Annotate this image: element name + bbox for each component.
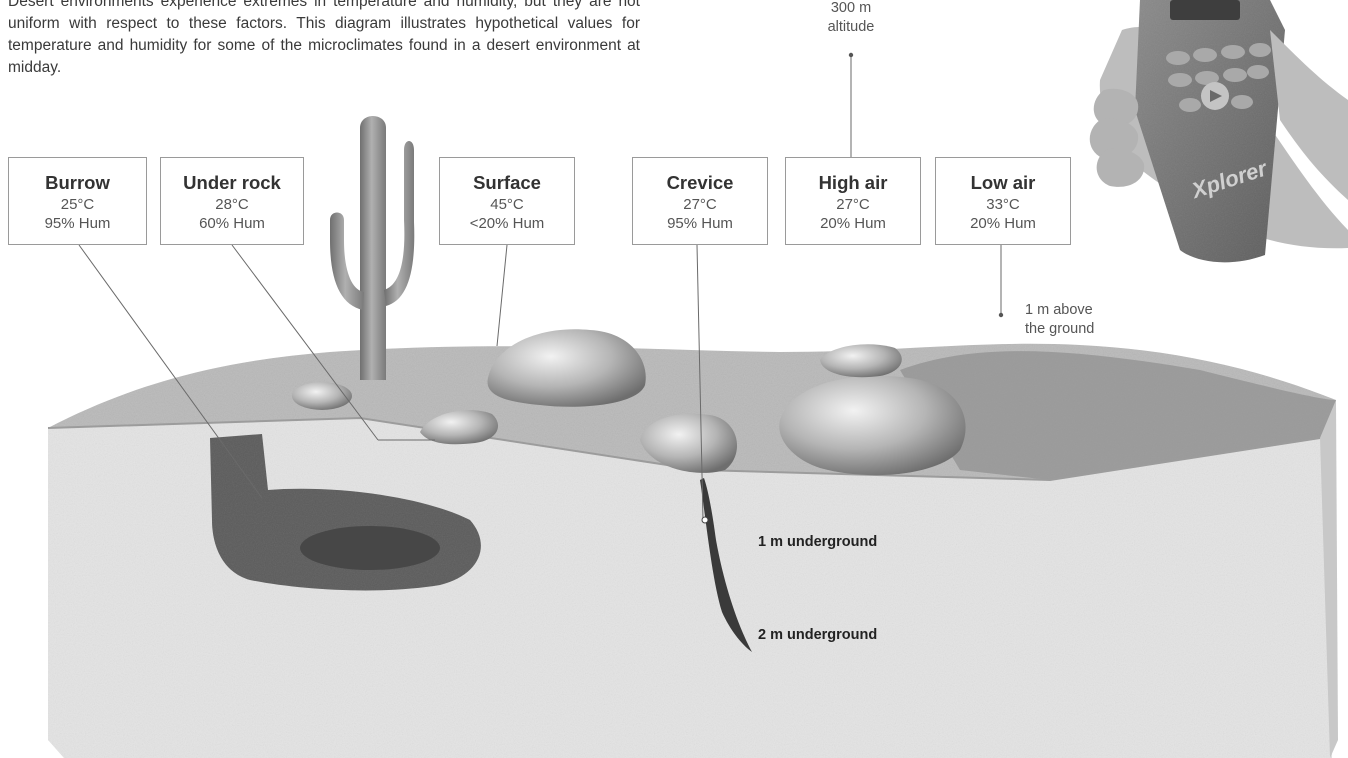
altitude-note-line1: 300 m (816, 0, 886, 18)
depth-1m-marker (702, 517, 708, 523)
microclimate-box-high-air: High air 27°C 20% Hum (785, 157, 921, 245)
ground-note-line2: the ground (1025, 320, 1145, 339)
microclimate-name: Burrow (9, 173, 146, 193)
microclimate-box-crevice: Crevice 27°C 95% Hum (632, 157, 768, 245)
microclimate-box-under-rock: Under rock 28°C 60% Hum (160, 157, 304, 245)
altitude-marker-dot (849, 53, 853, 57)
altitude-note-line2: altitude (816, 18, 886, 37)
ground-note: 1 m above the ground (1025, 301, 1145, 339)
microclimate-humidity: 60% Hum (161, 214, 303, 233)
depth-label-1m: 1 m underground (758, 534, 877, 550)
microclimate-name: Low air (936, 173, 1070, 193)
microclimate-box-low-air: Low air 33°C 20% Hum (935, 157, 1071, 245)
depth-label-2m: 2 m underground (758, 627, 877, 643)
microclimate-name: Under rock (161, 173, 303, 193)
microclimate-humidity: 20% Hum (936, 214, 1070, 233)
microclimate-humidity: <20% Hum (440, 214, 574, 233)
microclimate-temperature: 33°C (936, 195, 1070, 214)
microclimate-name: Crevice (633, 173, 767, 193)
microclimate-humidity: 95% Hum (9, 214, 146, 233)
microclimate-humidity: 95% Hum (633, 214, 767, 233)
cactus (330, 116, 414, 380)
microclimate-temperature: 27°C (633, 195, 767, 214)
ground-marker-dot (999, 313, 1003, 317)
microclimate-box-surface: Surface 45°C <20% Hum (439, 157, 575, 245)
microclimate-temperature: 25°C (9, 195, 146, 214)
microclimate-temperature: 45°C (440, 195, 574, 214)
microclimate-humidity: 20% Hum (786, 214, 920, 233)
ground-note-line1: 1 m above (1025, 301, 1145, 320)
microclimate-name: Surface (440, 173, 574, 193)
microclimate-name: High air (786, 173, 920, 193)
altitude-note: 300 m altitude (816, 0, 886, 37)
microclimate-temperature: 27°C (786, 195, 920, 214)
handheld-sensor-device: Xplorer (1090, 0, 1348, 262)
microclimate-box-burrow: Burrow 25°C 95% Hum (8, 157, 147, 245)
microclimate-temperature: 28°C (161, 195, 303, 214)
